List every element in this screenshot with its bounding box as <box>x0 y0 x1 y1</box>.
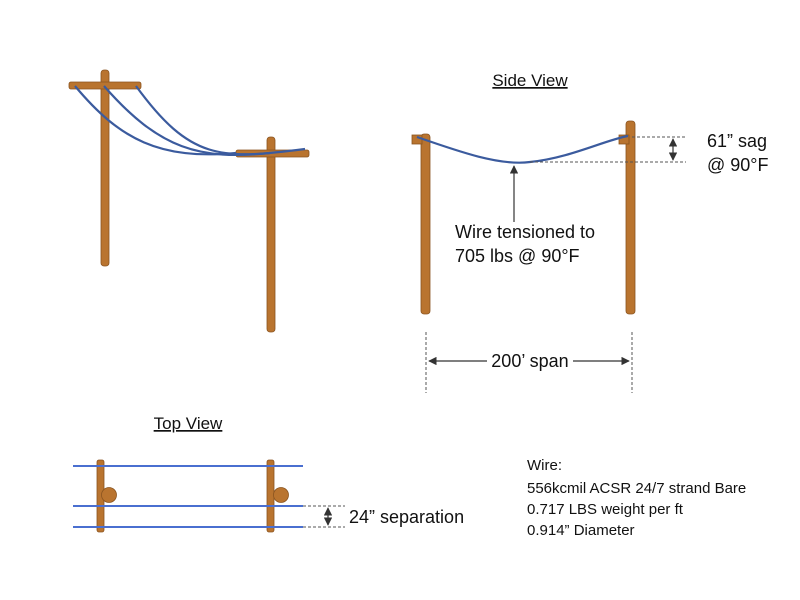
side-right-insulator <box>618 134 630 145</box>
tension-label-2: 705 lbs @ 90°F <box>455 246 580 266</box>
separation-label: 24” separation <box>349 507 464 527</box>
wire-spec-heading: Wire: <box>527 457 562 474</box>
wire-spec: Wire: 556kcmil ACSR 24/7 strand Bare 0.7… <box>527 457 746 539</box>
top-right-crossarm <box>266 459 275 533</box>
perspective-wire-1 <box>74 85 237 156</box>
side-left-pole <box>420 133 431 315</box>
top-right-pole <box>273 487 289 503</box>
top-left-pole <box>101 487 117 503</box>
wire-spec-line-1: 556kcmil ACSR 24/7 strand Bare <box>527 480 746 497</box>
side-wire <box>416 134 629 164</box>
wire-spec-line-3: 0.914” Diameter <box>527 522 635 539</box>
perspective-wire-3 <box>135 85 306 156</box>
right-pole <box>266 136 276 333</box>
side-right-pole <box>625 120 636 315</box>
side-view: Side View 61” sag @ 90°F Wire tensioned … <box>411 71 769 393</box>
wire-spec-line-2: 0.717 LBS weight per ft <box>527 501 684 518</box>
top-view-title: Top View <box>154 414 223 433</box>
top-view: Top View 24” separation <box>73 414 464 533</box>
side-view-title: Side View <box>492 71 568 90</box>
sag-label-1: 61” sag <box>707 131 767 151</box>
sag-label-2: @ 90°F <box>707 155 769 175</box>
tension-label-1: Wire tensioned to <box>455 222 595 242</box>
perspective-wire-2 <box>103 85 271 156</box>
left-pole <box>100 69 110 267</box>
span-label: 200’ span <box>491 351 568 371</box>
side-left-insulator <box>411 134 423 145</box>
perspective-view <box>68 69 310 333</box>
